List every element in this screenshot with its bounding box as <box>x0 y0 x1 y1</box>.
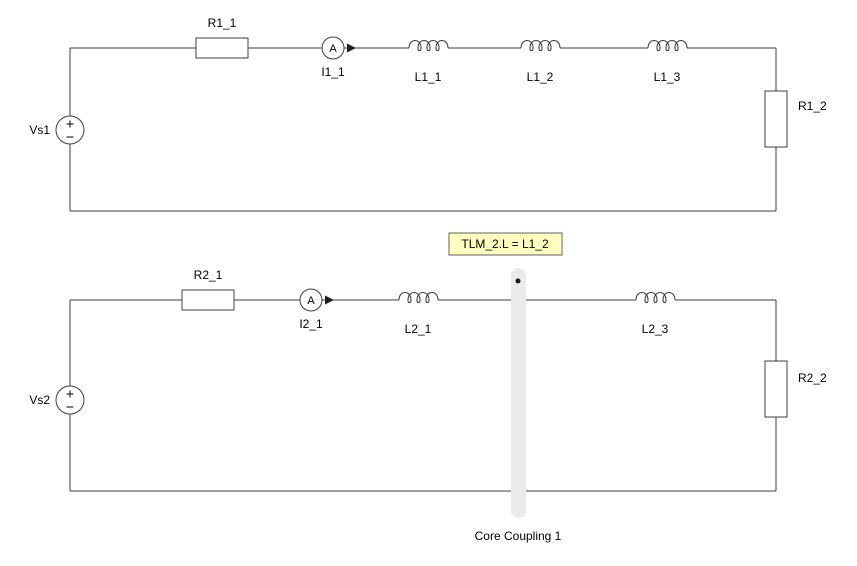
resistor-icon <box>764 360 788 418</box>
current-direction-arrow-icon <box>325 295 334 305</box>
annotation-anchor-dot <box>515 278 521 284</box>
ammeter-i2-1[interactable]: A <box>299 288 334 312</box>
resistor-r1-2[interactable] <box>764 90 788 148</box>
component-label: R1_1 <box>208 16 237 30</box>
inductor-icon <box>635 291 676 304</box>
resistor-r2-1[interactable] <box>181 289 235 311</box>
inductor-l2-3[interactable] <box>635 291 676 304</box>
resistor-icon <box>764 90 788 148</box>
core-coupling-bar[interactable] <box>511 268 526 518</box>
inductor-l1-3[interactable] <box>647 39 688 52</box>
voltage-source-icon <box>55 385 85 415</box>
circuit-1: Vs1 R1_1 A I1_1 L1_1 L1_2 L1_3 <box>29 16 827 212</box>
resistor-icon <box>195 37 249 59</box>
component-label: L2_1 <box>405 322 432 336</box>
component-label: I1_1 <box>321 65 345 79</box>
plus-icon <box>66 390 74 398</box>
component-label: R1_2 <box>798 99 827 113</box>
component-label: L1_1 <box>415 70 442 84</box>
core-coupling-label: Core Coupling 1 <box>475 529 562 543</box>
core-coupling: Core Coupling 1 <box>475 268 562 543</box>
inductor-l2-1[interactable] <box>398 291 439 304</box>
ammeter-i1-1[interactable]: A <box>321 36 356 60</box>
resistor-icon <box>181 289 235 311</box>
ammeter-icon <box>299 288 323 312</box>
component-label: R2_1 <box>194 268 223 282</box>
ammeter-symbol: A <box>307 295 315 307</box>
inductor-l1-1[interactable] <box>408 39 449 52</box>
component-label: L1_3 <box>654 70 681 84</box>
resistor-r1-1[interactable] <box>195 37 249 59</box>
inductor-l1-2[interactable] <box>520 39 561 52</box>
ammeter-icon <box>321 36 345 60</box>
circuit-2: Vs2 R2_1 A I2_1 L2_1 L2_3 R2_2 <box>29 268 827 492</box>
resistor-r2-2[interactable] <box>764 360 788 418</box>
component-label: L1_2 <box>527 70 554 84</box>
component-label: L2_3 <box>642 322 669 336</box>
ammeter-symbol: A <box>329 43 337 55</box>
inductor-icon <box>398 291 439 304</box>
component-label: Vs1 <box>29 123 50 137</box>
annotation-box[interactable] <box>448 232 563 256</box>
component-label: Vs2 <box>29 393 50 407</box>
plus-icon <box>66 120 74 128</box>
inductor-icon <box>647 39 688 52</box>
component-label: I2_1 <box>299 317 323 331</box>
inductor-icon <box>408 39 449 52</box>
voltage-source-vs1[interactable] <box>55 115 85 145</box>
annotation-text: TLM_2.L = L1_2 <box>461 237 549 251</box>
tlm-annotation: TLM_2.L = L1_2 <box>448 232 563 284</box>
component-label: R2_2 <box>798 371 827 385</box>
inductor-icon <box>520 39 561 52</box>
current-direction-arrow-icon <box>347 43 356 53</box>
voltage-source-vs2[interactable] <box>55 385 85 415</box>
voltage-source-icon <box>55 115 85 145</box>
